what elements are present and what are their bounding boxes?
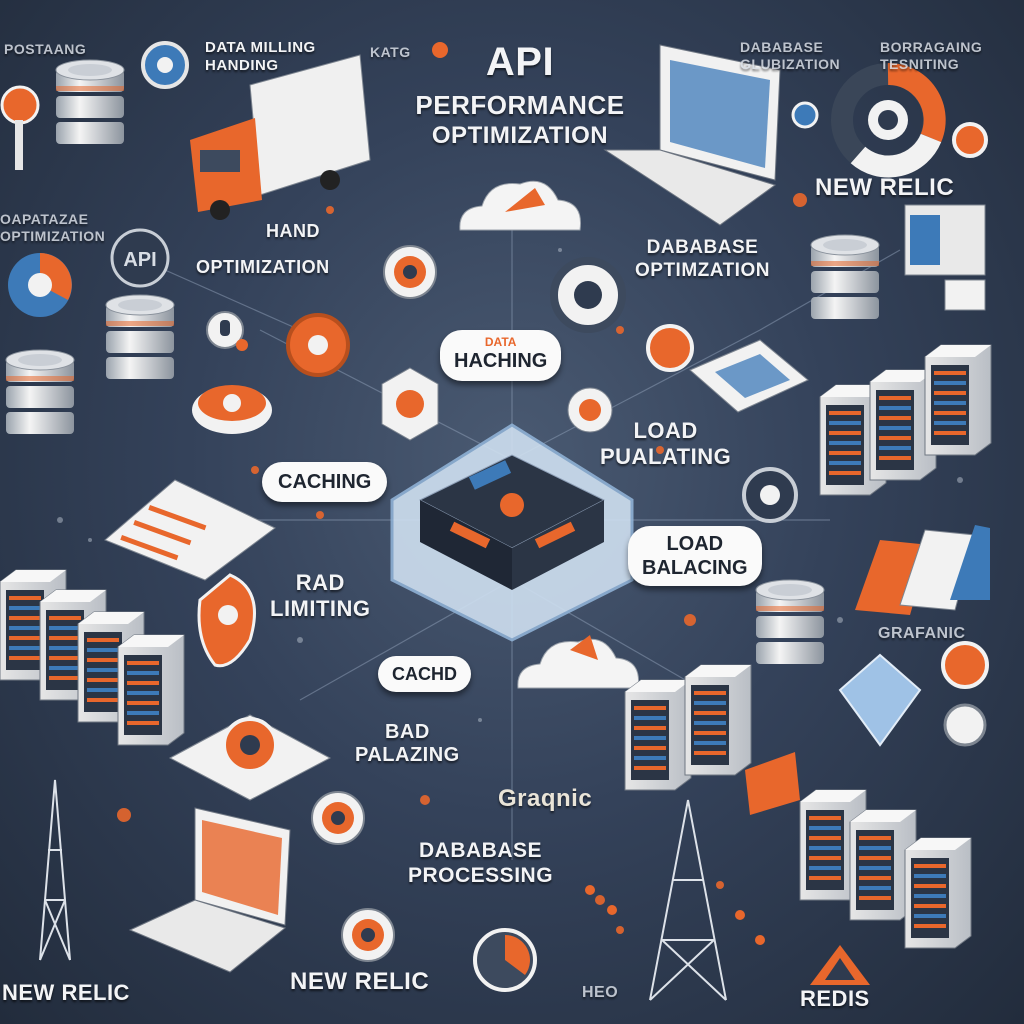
label-database-processing-line1: DABABASE <box>419 839 543 862</box>
label-database-global-line1: DABABASE <box>740 39 824 55</box>
label-heo: HEO <box>582 984 619 1001</box>
pill-load-balancing-line2: BALACING <box>642 557 748 579</box>
label-load-pualating: LOAD PUALATING <box>600 420 731 468</box>
label-rate-limiting: RAD LIMITING <box>270 572 371 620</box>
label-database-global-line2: GLUBIZATION <box>740 56 841 72</box>
pill-data-haching-label: HACHING <box>454 350 548 372</box>
label-graphic: Graqnic <box>498 785 593 812</box>
title-line-performance: PERFORMANCE <box>415 90 625 120</box>
label-redis: REDIS <box>800 986 870 1011</box>
page-title: API PERFORMANCE OPTIMIZATION <box>410 42 630 148</box>
label-left-optimization-line1: OAPATAZAE <box>0 211 89 227</box>
label-database-optimization: DABABASE OPTIMZATION <box>635 238 770 280</box>
pill-caching: CACHING <box>262 462 388 502</box>
label-database-processing: DABABASE PROCESSING <box>408 840 553 886</box>
label-borrowing: BORRAGAING TESNITING <box>880 40 982 71</box>
label-new-relic-bottom-left: NEW RELIC <box>2 980 130 1005</box>
label-bad-palazing-line2: PALAZING <box>355 744 460 766</box>
label-hand-optimization-line1: HAND <box>266 221 320 241</box>
label-load-pualating-line1: LOAD <box>633 418 698 443</box>
title-line-optimization: OPTIMIZATION <box>431 122 609 149</box>
label-new-relic-top: NEW RELIC <box>815 174 955 201</box>
label-grafanic: GRAFANIC <box>878 625 966 642</box>
label-load-pualating-line2: PUALATING <box>600 444 732 469</box>
label-rate-limiting-line1: RAD <box>295 570 345 595</box>
label-borrowing-line2: TESNITING <box>880 56 960 72</box>
pill-cachd: CACHD <box>378 656 471 692</box>
label-bad-palazing: BAD PALAZING <box>355 722 460 765</box>
label-database-optimization-line1: DABABASE <box>646 237 759 258</box>
label-hand-optimization-line2: OPTIMIZATION <box>196 257 330 277</box>
label-left-optimization-line2: OPTIMIZATION <box>0 228 106 244</box>
label-top-left: POSTAANG <box>4 41 87 57</box>
label-bad-palazing-line1: BAD <box>384 721 430 743</box>
label-data-handling: DATA MILLING HANDING <box>205 40 316 73</box>
label-data-handling-line1: DATA MILLING <box>205 39 316 56</box>
label-hand-optimization: HAND OPTIMIZATION <box>196 222 330 276</box>
svg-text:API: API <box>123 249 156 271</box>
label-database-global: DABABASE GLUBIZATION <box>740 40 840 71</box>
label-new-relic-bottom-center: NEW RELIC <box>290 968 430 995</box>
title-line-api: API <box>485 40 555 84</box>
label-katg: KATG <box>370 44 411 60</box>
pill-load-balancing: LOAD BALACING <box>628 526 762 586</box>
pill-data-haching-top: DATA <box>484 335 517 349</box>
label-database-processing-line2: PROCESSING <box>408 864 554 887</box>
label-left-optimization: OAPATAZAE OPTIMIZATION <box>0 212 105 243</box>
label-database-optimization-line2: OPTIMZATION <box>635 260 770 281</box>
label-rate-limiting-line2: LIMITING <box>270 596 371 621</box>
pill-data-haching: DATA HACHING <box>440 330 562 381</box>
label-data-handling-line2: HANDING <box>205 57 279 74</box>
label-borrowing-line1: BORRAGAING <box>880 39 983 55</box>
pill-load-balancing-line1: LOAD <box>666 533 724 555</box>
